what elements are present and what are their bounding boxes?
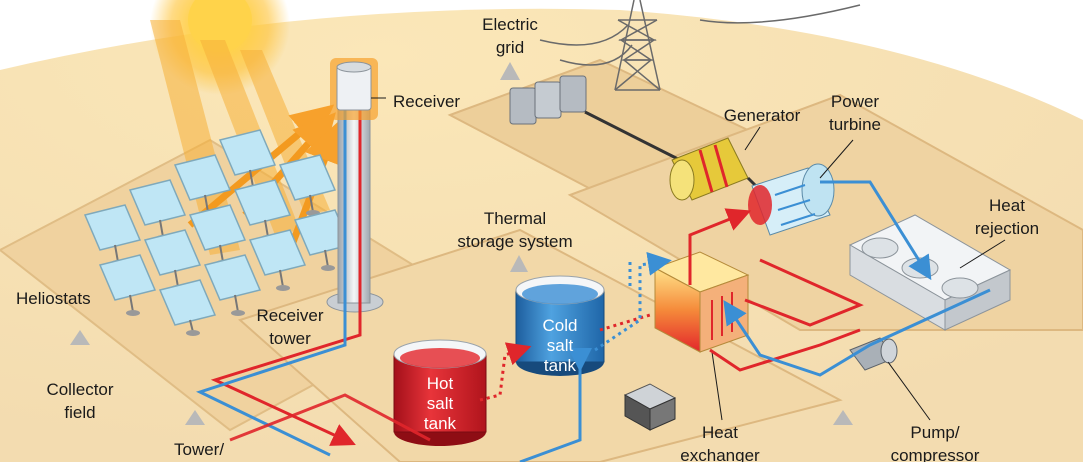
power-cycle-lines xyxy=(688,180,991,377)
power-turbine-label-line1: Power xyxy=(830,92,880,111)
heat-rejection-label: Heat rejection xyxy=(962,194,1052,240)
heat-rejection-label-line2: rejection xyxy=(974,219,1040,238)
collector-field-label-line1: Collector xyxy=(46,380,114,399)
storage-flow-lines xyxy=(479,251,672,402)
thermal-storage-label-line1: Thermal xyxy=(483,209,547,228)
thermal-storage-label-line2: storage system xyxy=(457,232,573,251)
heat-exchanger-label-line2: exchanger xyxy=(680,446,760,462)
power-turbine-label-line2: turbine xyxy=(829,115,881,134)
transformer-icon xyxy=(509,75,681,162)
cold-salt-tank-label-line3: tank xyxy=(543,356,577,375)
electric-grid-label-line2: grid xyxy=(495,38,525,57)
pump-compressor-label-line1: Pump/ xyxy=(910,423,960,442)
generator-icon xyxy=(669,126,762,201)
cold-salt-tank-label: Cold salt tank xyxy=(530,316,590,376)
heat-exchanger-label-line1: Heat xyxy=(702,423,738,442)
receiver-icon xyxy=(330,58,386,120)
heliostat xyxy=(248,229,307,291)
tower-label: Tower/ xyxy=(174,440,225,459)
receiver-tower-label-line2: tower xyxy=(269,329,311,348)
hot-salt-tank-label-line2: salt xyxy=(426,394,454,413)
collector-field-label: Collector field xyxy=(30,378,130,424)
generator-label: Generator xyxy=(723,106,801,125)
cold-salt-tank-label-line2: salt xyxy=(546,336,574,355)
label-pointers xyxy=(70,62,853,425)
receiver-label: Receiver xyxy=(393,92,461,111)
heliostats-label: Heliostats xyxy=(16,289,91,308)
control-box-icon xyxy=(623,383,677,431)
hot-salt-tank-label-line1: Hot xyxy=(426,374,454,393)
hot-salt-tank-icon xyxy=(393,339,487,446)
receiver-tower xyxy=(326,94,384,313)
cold-salt-tank-label-line1: Cold xyxy=(542,316,578,335)
heat-exchanger-label: Heat exchanger xyxy=(665,421,775,462)
hot-salt-tank-label: Hot salt tank xyxy=(410,374,470,434)
pump-compressor-icon xyxy=(849,337,931,421)
heliostat xyxy=(278,154,337,216)
thermal-storage-label: Thermal storage system xyxy=(440,207,590,253)
sun-core xyxy=(188,0,252,52)
power-turbine-icon xyxy=(748,139,854,236)
hot-salt-tank-label-line3: tank xyxy=(423,414,457,433)
heliostat xyxy=(203,254,262,316)
electric-grid-label: Electric grid xyxy=(468,13,552,59)
receiver-tower-label: Receiver tower xyxy=(248,304,332,350)
heat-rejection-label-line1: Heat xyxy=(989,196,1025,215)
pump-compressor-label: Pump/ compressor xyxy=(880,421,990,462)
heliostat xyxy=(98,254,157,316)
pump-compressor-label-line2: compressor xyxy=(890,446,980,462)
heliostat xyxy=(158,279,217,336)
receiver-tower-label-line1: Receiver xyxy=(256,306,324,325)
salt-flow-lines xyxy=(195,300,592,462)
transmission-tower-icon xyxy=(539,0,861,91)
heliostat xyxy=(218,129,277,191)
collector-field-label-line2: field xyxy=(64,403,96,422)
heliostat-field xyxy=(83,129,352,336)
electric-grid-label-line1: Electric xyxy=(482,15,538,34)
power-turbine-label: Power turbine xyxy=(815,90,895,136)
